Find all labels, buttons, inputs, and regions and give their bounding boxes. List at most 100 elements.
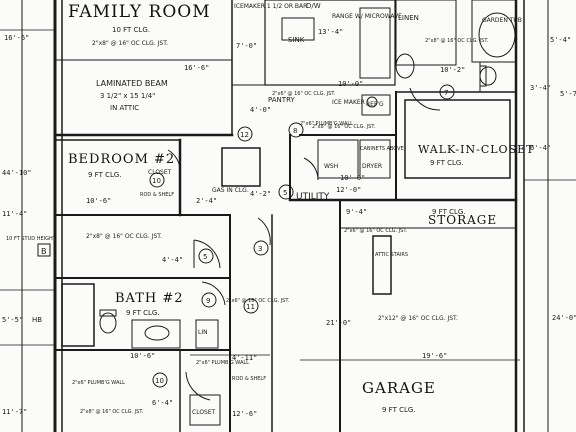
- fixtures: [99, 12, 516, 341]
- icemaker-bar-label: ICEMAKER 1 1/2 OR BAR: [234, 3, 307, 10]
- joist-kitchen-2: 2"x8" @ 16" OC CLG. JST.: [312, 124, 376, 130]
- dim-5-5: 5'-5": [2, 316, 23, 324]
- b-tag: B: [41, 247, 47, 256]
- closet-bottom: CLOSET: [192, 409, 216, 416]
- attic-stairs-label: ATTIC STAIRS: [375, 252, 408, 258]
- dim-19-6: 19'-6": [422, 352, 447, 360]
- family-room-ceiling: 10 FT CLG.: [112, 26, 150, 34]
- callout-markers: [149, 84, 455, 388]
- plumb-wall-right: 2"x6" PLUMB'G WALL: [196, 360, 249, 366]
- dim-9-4: 9'-4": [346, 208, 367, 216]
- joist-bedroom: 2"x8" @ 16" OC CLG. JST.: [86, 233, 162, 240]
- dimension-lines: [0, 29, 576, 361]
- dim-21-0: 21'-0": [326, 319, 351, 327]
- refg-label: REF'G: [366, 101, 384, 108]
- dim-5-7: 5'-7": [560, 90, 576, 98]
- in-attic-label: IN ATTIC: [110, 104, 139, 112]
- dim-24-0: 24'-0": [552, 314, 576, 322]
- sink-label: SINK: [288, 36, 305, 44]
- dim-2-4: 2'-4": [196, 197, 217, 205]
- dim-16-6-left: 16'-6": [4, 34, 29, 42]
- lin-label: LIN: [198, 329, 208, 336]
- callout-numbers: 7 12 8 10 5 3 5 9 10 11: [152, 89, 448, 385]
- dim-12-0: 12'-0": [336, 186, 361, 194]
- dim-4-11: 4'-11": [232, 354, 257, 362]
- walk-in-closet-label: WALK-IN-CLOSET: [418, 143, 534, 156]
- callout-4: 10: [152, 177, 161, 185]
- family-room-label: FAMILY ROOM: [68, 2, 211, 22]
- bedroom2-label: BEDROOM #2: [68, 152, 175, 167]
- dimensions: 16'-6" 16'-6" 7'-0" 13'-4" 4'-0" 10'-0" …: [2, 28, 576, 418]
- stud-height-label: 10 FT STUD HEIGHT: [6, 236, 57, 242]
- dim-5-4: 5'-4": [550, 36, 571, 44]
- room-labels: FAMILY ROOM 10 FT CLG. BEDROOM #2 9 FT C…: [68, 2, 534, 414]
- callout-2: 12: [240, 131, 249, 139]
- joist-master-bath: 2"x8" @ 16" OC CLG. JST.: [425, 38, 489, 44]
- bath2-ceiling: 9 FT CLG.: [126, 309, 160, 317]
- joist-notes: 2"x8" @ 16" OC CLG. JST. 2"x6" @ 16" OC …: [80, 38, 489, 415]
- doors: [167, 87, 441, 401]
- garden-tub-label: GARDEN TUB: [482, 17, 522, 24]
- dim-11-4: 11'-4": [2, 210, 27, 218]
- joist-garage: 2"x12" @ 16" OC CLG. JST.: [378, 315, 458, 322]
- pantry-label: PANTRY: [268, 96, 295, 104]
- dim-10-6b: 10'-6": [130, 352, 155, 360]
- dim-13-4: 13'-4": [318, 28, 343, 36]
- bath2-label: BATH #2: [115, 291, 184, 306]
- rod-shelf-label: ROD & SHELF: [140, 192, 174, 198]
- utility-label: UTILITY: [296, 192, 330, 202]
- walk-in-closet-ceiling: 9 FT CLG.: [430, 159, 464, 167]
- linen-label: LINEN: [398, 14, 419, 22]
- callout-8: 9: [206, 297, 210, 305]
- callout-1: 7: [444, 89, 448, 97]
- plumb-wall-2x6: 2"x6" PLUMB'G WALL: [300, 121, 353, 127]
- dim-6-4b: 6'-4": [152, 399, 173, 407]
- callout-10: 11: [246, 303, 255, 311]
- storage-ceiling: 9 FT CLG.: [432, 208, 466, 216]
- annotations: LAMINATED BEAM 3 1/2" x 15 1/4" IN ATTIC…: [6, 2, 404, 416]
- garage-label: GARAGE: [362, 379, 436, 397]
- dim-12-6: 12'-6": [232, 410, 257, 418]
- joist-bottom: 2"x8" @ 16" OC CLG. JST.: [80, 409, 144, 415]
- dim-4-2: 4'-2": [250, 190, 271, 198]
- callout-3: 8: [293, 127, 297, 135]
- dim-10-2: 10'-2": [440, 66, 465, 74]
- storage-label: STORAGE: [428, 213, 497, 227]
- callout-5: 5: [203, 253, 207, 261]
- rod-shelf-bottom: ROD & SHELF: [232, 376, 266, 382]
- laminated-beam-size: 3 1/2" x 15 1/4": [100, 92, 155, 100]
- joist-kitchen-1: 2"x6" @ 16" OC CLG. JST.: [272, 91, 336, 97]
- hb-tag: HB: [32, 316, 42, 324]
- plumb-wall-left: 2"x6" PLUMB'G WALL: [72, 380, 125, 386]
- joist-bath: 2"x6" @ 16" OC CLG. JST.: [226, 298, 290, 304]
- dim-44-10: 44'-10": [2, 169, 32, 177]
- range-micro-label: RANGE W/ MICROWAVE: [332, 13, 402, 20]
- dim-16-6-fr: 16'-6": [184, 64, 209, 72]
- gas-clg-label: GAS IN CLG.: [212, 187, 249, 194]
- ice-maker-label: ICE MAKER: [332, 99, 365, 106]
- dim-11-7: 11'-7": [2, 408, 27, 416]
- dryer-label: DRYER: [362, 163, 382, 170]
- callout-7: 5: [283, 189, 287, 197]
- walls: [21, 0, 549, 432]
- dim-4-4: 4'-4": [162, 256, 183, 264]
- callout-6: 3: [258, 245, 262, 253]
- joist-family-room: 2"x8" @ 16" OC CLG. JST.: [92, 40, 168, 47]
- wsh-label: WSH: [324, 163, 338, 170]
- dim-3-4: 3'-4": [530, 84, 551, 92]
- dw-label: D/W: [306, 2, 321, 10]
- closet-label: CLOSET: [148, 169, 172, 176]
- callout-9: 10: [155, 377, 164, 385]
- garage-ceiling: 9 FT CLG.: [382, 406, 416, 414]
- dim-10-0: 10'-0": [338, 80, 363, 88]
- dim-6-4: 6'-4": [530, 144, 551, 152]
- joist-storage: 2"x6" @ 16" OC CLG. JST.: [344, 228, 408, 234]
- bedroom2-ceiling: 9 FT CLG.: [88, 171, 122, 179]
- dim-10-6: 10'-6": [86, 197, 111, 205]
- dim-4-0: 4'-0": [250, 106, 271, 114]
- cabinets-above-label: CABINETS ABOVE: [360, 146, 404, 152]
- laminated-beam-label: LAMINATED BEAM: [96, 79, 168, 88]
- dim-7-0: 7'-0": [236, 42, 257, 50]
